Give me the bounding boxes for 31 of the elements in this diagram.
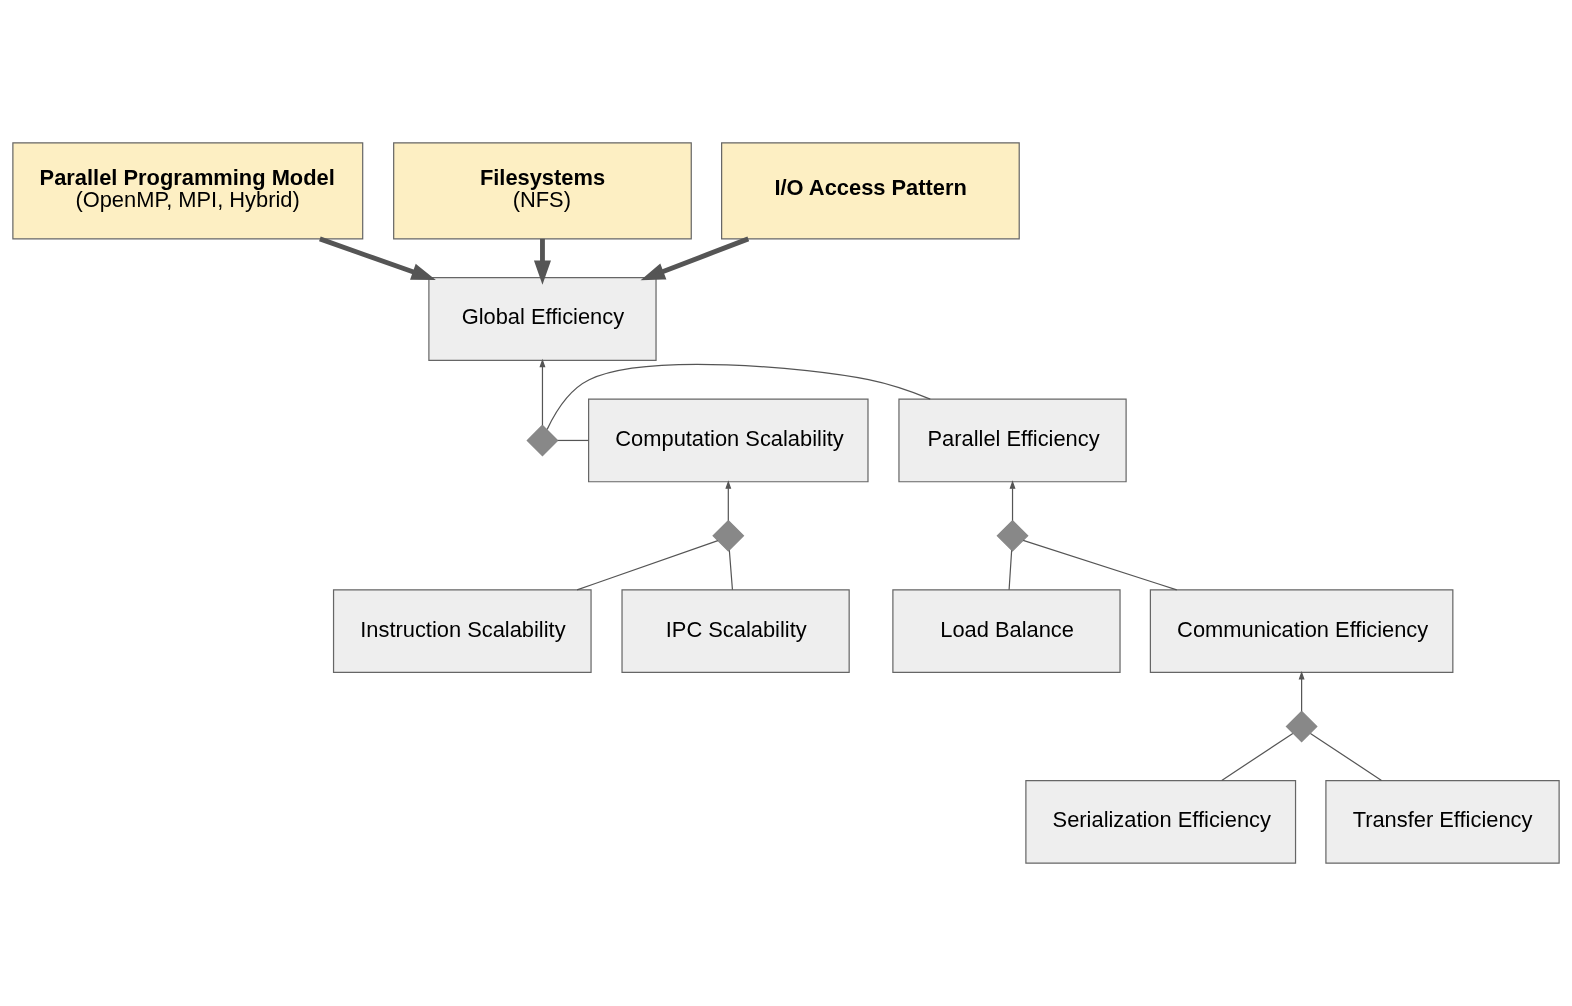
connector [728, 549, 734, 591]
connector [546, 363, 931, 430]
arrow [319, 236, 436, 280]
connector [1008, 549, 1013, 591]
arrow [640, 236, 750, 281]
connector [1022, 539, 1178, 591]
node-cross [996, 519, 1029, 552]
connector [576, 540, 719, 591]
node-box: Serialization Efficiency [1025, 779, 1297, 864]
connector [1221, 732, 1294, 781]
node-box: Global Efficiency [428, 277, 657, 361]
node-cross [526, 424, 559, 457]
node-box: Transfer Efficiency [1325, 779, 1560, 864]
node-box: Communication Efficiency [1149, 589, 1454, 674]
arrow [533, 238, 551, 285]
node-box: Computation Scalability [588, 398, 869, 483]
node-cross [1285, 710, 1318, 743]
connector [557, 439, 589, 442]
arrow [539, 358, 546, 426]
node-box: Filesystems (NFS) [393, 142, 692, 240]
arrow [725, 480, 732, 522]
connector [1309, 732, 1383, 781]
node-box: I/O Access Pattern [721, 142, 1020, 240]
node-box: Parallel Programming Model (OpenMP, MPI, Hybrid) [12, 142, 364, 240]
arrow [1009, 480, 1016, 522]
node-cross [712, 519, 745, 552]
node-box: IPC Scalability [621, 589, 850, 674]
node-box: Load Balance [892, 589, 1121, 674]
node-box: Instruction Scalability [332, 589, 592, 674]
node-box: Parallel Efficiency [898, 398, 1127, 483]
arrow [1298, 671, 1305, 712]
